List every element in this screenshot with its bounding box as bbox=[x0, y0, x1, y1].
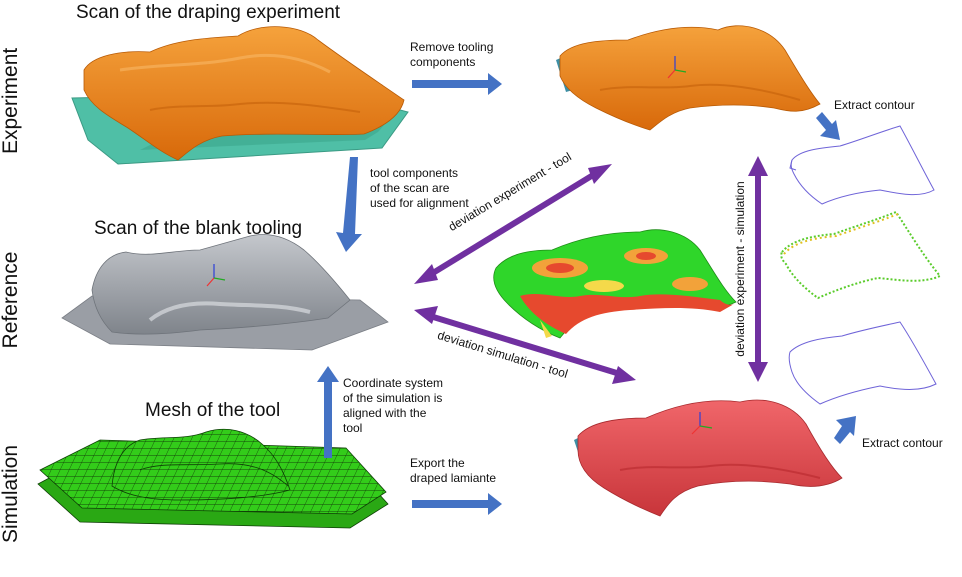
arrow-deviation-experiment-simulation bbox=[748, 156, 768, 382]
label-extract-contour-top: Extract contour bbox=[834, 98, 915, 112]
title-scan-blank: Scan of the blank tooling bbox=[94, 218, 303, 239]
title-mesh-tool: Mesh of the tool bbox=[145, 400, 281, 421]
label-deviation-exp-sim: deviation experiment - simulation bbox=[733, 181, 747, 357]
row-label-experiment: Experiment bbox=[0, 47, 22, 154]
blank-tooling-image bbox=[61, 234, 389, 351]
arrow-mesh-to-reference bbox=[317, 366, 339, 458]
arrow-export-draped bbox=[412, 493, 502, 515]
arrow-scan-to-reference bbox=[336, 157, 362, 252]
label-export-draped: Export the draped lamiante bbox=[410, 456, 497, 485]
label-coordinate-system: Coordinate system of the simulation is a… bbox=[343, 376, 444, 435]
title-scan-experiment: Scan of the draping experiment bbox=[76, 2, 341, 23]
experiment-scan-image bbox=[71, 26, 409, 165]
row-label-simulation: Simulation bbox=[0, 444, 22, 544]
row-label-reference: Reference bbox=[0, 251, 22, 349]
simulation-draped-image bbox=[574, 399, 843, 517]
deviation-map-image bbox=[493, 229, 737, 339]
label-extract-contour-bottom: Extract contour bbox=[862, 436, 943, 450]
arrow-extract-contour-top bbox=[816, 112, 840, 140]
label-tool-components: tool components of the scan are used for… bbox=[370, 166, 469, 210]
arrow-extract-contour-bottom bbox=[834, 416, 856, 444]
arrow-deviation-experiment-tool bbox=[414, 164, 612, 284]
arrow-remove-tooling bbox=[412, 73, 502, 95]
contour-overlay-image bbox=[780, 210, 942, 300]
contour-simulation-image bbox=[788, 321, 937, 405]
experiment-trimmed-image bbox=[556, 25, 821, 131]
contour-experiment-image bbox=[789, 125, 935, 205]
arrow-deviation-simulation-tool bbox=[414, 306, 636, 384]
label-remove-tooling: Remove tooling components bbox=[410, 40, 494, 69]
mesh-tool-image bbox=[37, 428, 389, 529]
